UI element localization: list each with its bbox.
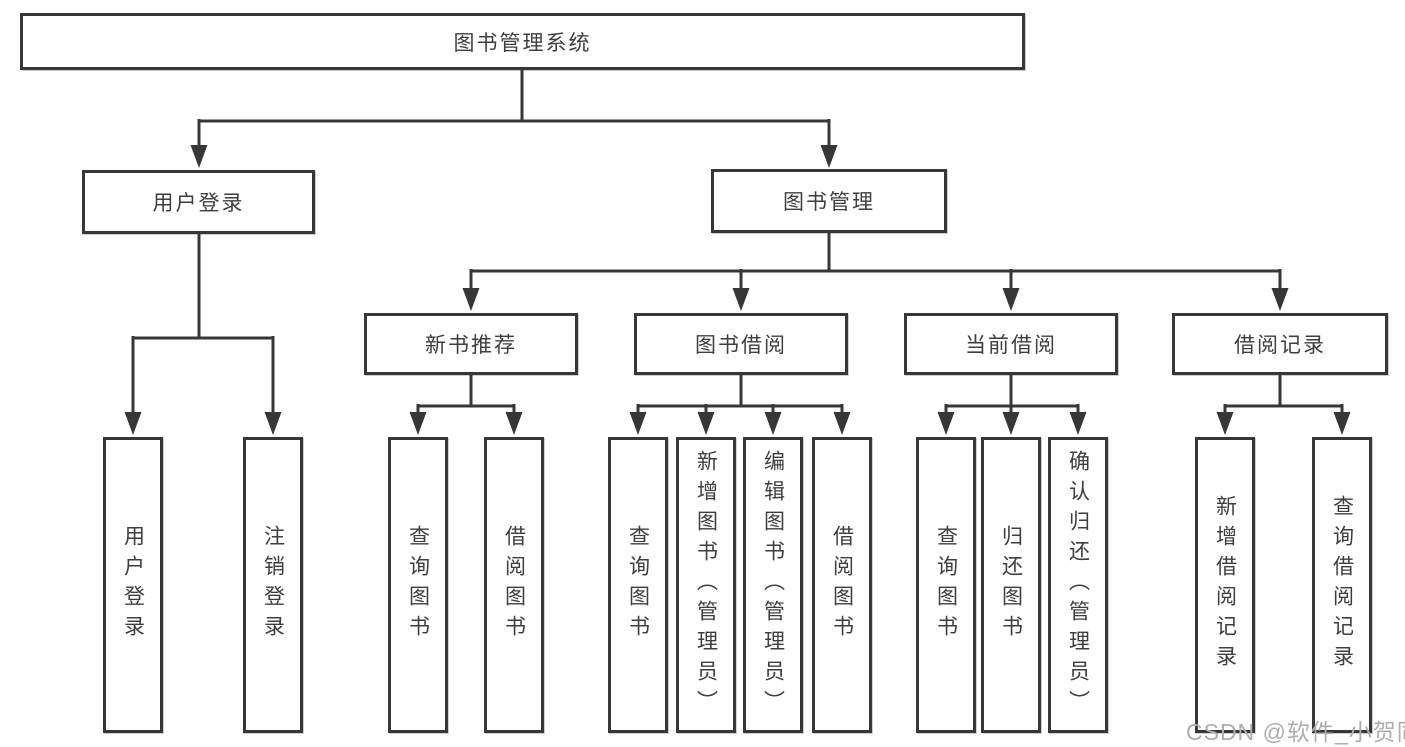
arrowhead [124, 412, 142, 435]
csdn-watermark: CSDN @软件_小贺同学 [1186, 719, 1405, 745]
node-label: 确认归还（管理员） [1066, 450, 1090, 720]
arrowhead [1002, 412, 1020, 435]
arrowhead [1333, 412, 1351, 435]
node-current-borrowing: 当前借阅 [904, 313, 1118, 375]
node-label: 图书借阅 [695, 334, 787, 357]
leaf-add-books-admin: 新增图书（管理员） [676, 437, 736, 733]
node-label: 查询图书 [406, 525, 430, 645]
leaf-borrow-books: 借阅图书 [812, 437, 872, 733]
arrowhead [833, 412, 851, 435]
node-label: 借阅图书 [830, 525, 854, 645]
arrowhead [820, 145, 838, 168]
arrowhead [1216, 412, 1234, 435]
node-label: 归还图书 [999, 525, 1023, 645]
leaf-logout: 注销登录 [243, 437, 303, 733]
arrowhead [409, 412, 427, 435]
node-label: 新增图书（管理员） [694, 450, 718, 720]
node-label: 编辑图书（管理员） [761, 450, 785, 720]
arrowhead [764, 412, 782, 435]
node-user-login: 用户登录 [82, 170, 315, 234]
leaf-query-borrow-record: 查询借阅记录 [1312, 437, 1372, 733]
arrowhead [937, 412, 955, 435]
node-label: 当前借阅 [965, 334, 1057, 357]
node-label: 用户登录 [152, 192, 245, 215]
node-label: 查询图书 [934, 525, 958, 645]
leaf-query-books: 查询图书 [916, 437, 976, 733]
leaf-return-books: 归还图书 [981, 437, 1041, 733]
node-label: 查询借阅记录 [1330, 495, 1354, 675]
arrowhead [1069, 412, 1087, 435]
node-library-system: 图书管理系统 [20, 13, 1025, 70]
arrowhead [264, 412, 282, 435]
arrowhead [1271, 288, 1289, 311]
leaf-add-borrow-record: 新增借阅记录 [1195, 437, 1255, 733]
arrowhead [732, 288, 750, 311]
leaf-user-login: 用户登录 [103, 437, 163, 733]
leaf-query-books: 查询图书 [388, 437, 448, 733]
node-label: 借阅图书 [502, 525, 526, 645]
node-book-borrowing: 图书借阅 [634, 313, 848, 375]
arrowhead [1002, 288, 1020, 311]
arrowhead [505, 412, 523, 435]
node-label: 新增借阅记录 [1213, 495, 1237, 675]
arrowhead [697, 412, 715, 435]
node-label: 借阅记录 [1234, 334, 1326, 357]
node-label: 新书推荐 [425, 334, 517, 357]
arrowhead [190, 145, 208, 168]
leaf-query-books: 查询图书 [608, 437, 668, 733]
leaf-confirm-return-admin: 确认归还（管理员） [1048, 437, 1108, 733]
node-book-management: 图书管理 [711, 169, 947, 233]
leaf-edit-books-admin: 编辑图书（管理员） [743, 437, 803, 733]
leaf-borrow-books: 借阅图书 [484, 437, 544, 733]
node-label: 用户登录 [121, 525, 145, 645]
arrowhead [629, 412, 647, 435]
node-label: 图书管理 [783, 191, 875, 214]
node-new-book-recommendation: 新书推荐 [364, 313, 578, 375]
node-borrow-records: 借阅记录 [1172, 313, 1388, 375]
arrowhead [462, 288, 480, 311]
node-label: 图书管理系统 [453, 31, 592, 55]
node-label: 注销登录 [261, 525, 285, 645]
node-label: 查询图书 [626, 525, 650, 645]
